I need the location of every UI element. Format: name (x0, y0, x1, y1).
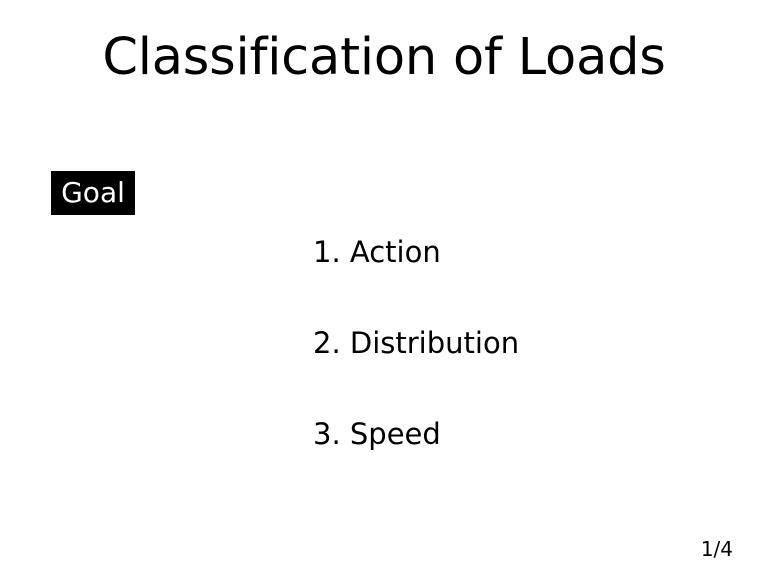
list-item: 3. Speed (313, 417, 441, 451)
list-item: 2. Distribution (313, 326, 520, 360)
page-number: 1/4 (700, 537, 733, 561)
goal-tag: Goal (51, 171, 135, 215)
page-title: Classification of Loads (102, 28, 666, 87)
list-item: 1. Action (313, 235, 441, 269)
numbered-list: 1. Action 2. Distribution 3. Speed (313, 238, 733, 449)
